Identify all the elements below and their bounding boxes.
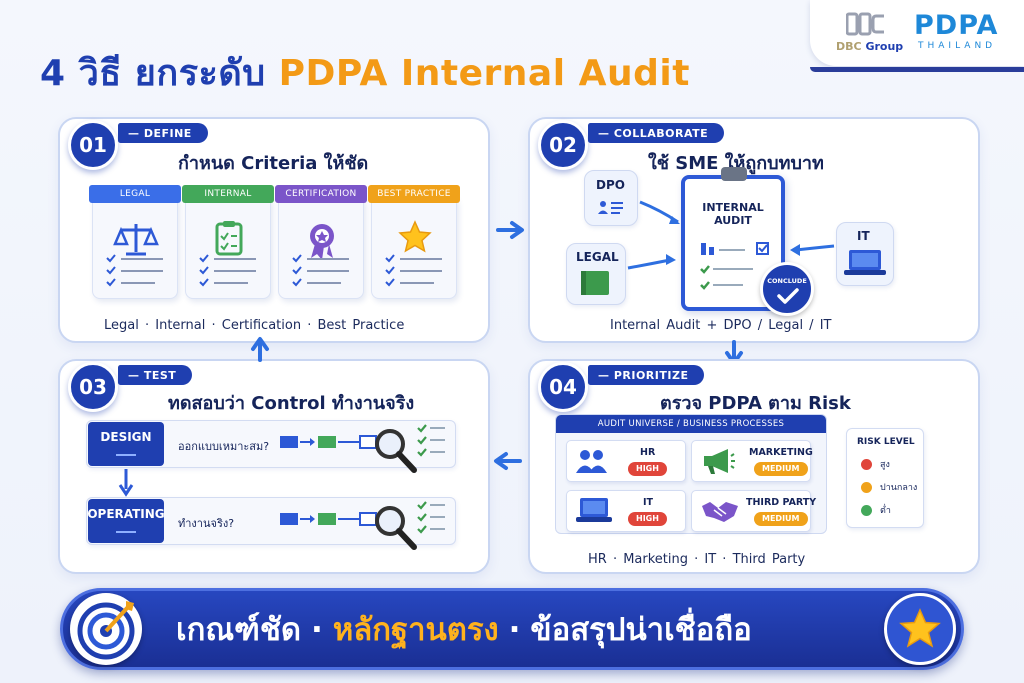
process-name: HR (640, 447, 656, 458)
title-prefix: 4 วิธี ยกระดับ (40, 53, 266, 94)
prioritize-title: ตรวจ PDPA ตาม Risk (660, 393, 851, 414)
process-name: IT (643, 497, 654, 508)
row-label-design: DESIGN (88, 422, 164, 466)
banner-part-1: เกณฑ์ชัด (176, 612, 302, 648)
row-question-operating: ทำงานจริง? (178, 517, 235, 530)
pdpa-logo-text: PDPA (914, 10, 999, 41)
risk-badge-high: HIGH (628, 512, 667, 526)
audit-universe-title: AUDIT UNIVERSE / BUSINESS PROCESSES (556, 415, 826, 433)
tag-test: — TEST (118, 365, 193, 385)
role-legal-label: LEGAL (576, 250, 619, 264)
pdpa-logo-subtext: THAILAND (918, 41, 997, 51)
connector-arrows (627, 200, 835, 270)
define-title: กำหนด Criteria ให้ชัด (178, 153, 369, 174)
step-number-01: 01 (68, 120, 118, 170)
risk-badge-high: HIGH (628, 462, 667, 476)
clipboard-title-1: INTERNAL (702, 201, 764, 214)
prioritize-caption: HR · Marketing · IT · Third Party (588, 552, 806, 567)
risk-level-title: RISK LEVEL (857, 437, 915, 447)
star-icon (385, 220, 442, 287)
people-icon (576, 450, 607, 473)
role-it-label: IT (857, 229, 870, 243)
step-number-04: 04 (538, 362, 588, 412)
row-label-operating: OPERATING (87, 499, 165, 543)
risk-level-medium: ปานกลาง (861, 480, 917, 494)
test-title: ทดสอบว่า Control ทำงานจริง (168, 393, 415, 414)
clipboard-title-2: AUDIT (714, 214, 752, 227)
brand-logo: DBC Group PDPA THAILAND (810, 0, 1024, 72)
tag-prioritize: — PRIORITIZE (588, 365, 705, 385)
risk-level-low: ต่ำ (861, 503, 891, 517)
title-accent: PDPA Internal Audit (278, 53, 690, 94)
megaphone-icon (704, 449, 735, 474)
handshake-icon (702, 502, 738, 522)
role-dpo (584, 170, 638, 226)
conclude-badge: CONCLUDE (760, 262, 814, 316)
collaborate-title: ใช้ SME ให้ถูกบทบาท (648, 153, 824, 174)
checkmark-icon (777, 288, 799, 304)
laptop-icon (844, 250, 886, 275)
banner-part-3: ข้อสรุปน่าเชื่อถือ (530, 612, 752, 648)
page-title: 4 วิธี ยกระดับ PDPA Internal Audit (40, 44, 690, 101)
criteria-card-label: CERTIFICATION (275, 185, 367, 203)
risk-badge-medium: MEDIUM (754, 462, 808, 476)
risk-level-legend: RISK LEVEL สูง ปานกลาง ต่ำ (846, 428, 924, 528)
award-badge-icon (292, 224, 349, 287)
arrow-up-icon (251, 337, 269, 362)
process-name: THIRD PARTY (746, 497, 817, 508)
clipboard-check-icon (199, 221, 256, 287)
star-icon (884, 593, 956, 665)
criteria-card-best-practice: BEST PRACTICE (368, 185, 460, 299)
scale-icon (106, 224, 163, 287)
criteria-card-label: LEGAL (89, 185, 181, 203)
book-icon (581, 271, 609, 295)
criteria-card-legal: LEGAL (89, 185, 181, 299)
step-number-03: 03 (68, 362, 118, 412)
id-card-icon (598, 201, 623, 214)
tag-collaborate: — COLLABORATE (588, 123, 725, 143)
criteria-card-label: INTERNAL (182, 185, 274, 203)
step-number-02: 02 (538, 120, 588, 170)
process-card-hr (566, 440, 686, 482)
role-dpo-label: DPO (596, 178, 625, 192)
mini-chart-icon (700, 242, 769, 290)
banner-part-2: หลักฐานตรง (332, 612, 499, 648)
arrow-left-icon (494, 452, 522, 470)
summary-banner (60, 588, 964, 670)
define-caption: Legal · Internal · Certification · Best … (104, 318, 405, 333)
criteria-card-certification: CERTIFICATION (275, 185, 367, 299)
target-icon (70, 593, 142, 665)
collaborate-caption: Internal Audit + DPO / Legal / IT (610, 318, 832, 333)
process-flow-magnifier-icon (280, 424, 445, 473)
criteria-card-internal: INTERNAL (182, 185, 274, 299)
row-question-design: ออกแบบเหมาะสม? (178, 440, 270, 453)
process-flow-magnifier-icon (280, 501, 445, 550)
arrow-right-icon (496, 221, 524, 239)
laptop-icon (576, 498, 612, 522)
dbc-logo-icon (846, 12, 884, 36)
process-name: MARKETING (749, 447, 813, 458)
tag-define: — DEFINE (118, 123, 208, 143)
banner-text: เกณฑ์ชัด·หลักฐานตรง·ข้อสรุปน่าเชื่อถือ (176, 612, 752, 648)
risk-badge-medium: MEDIUM (754, 512, 808, 526)
dbc-group-text: DBC Group (836, 40, 904, 53)
criteria-card-label: BEST PRACTICE (368, 185, 460, 203)
risk-level-high: สูง (861, 457, 890, 471)
arrow-down-icon (118, 469, 134, 497)
